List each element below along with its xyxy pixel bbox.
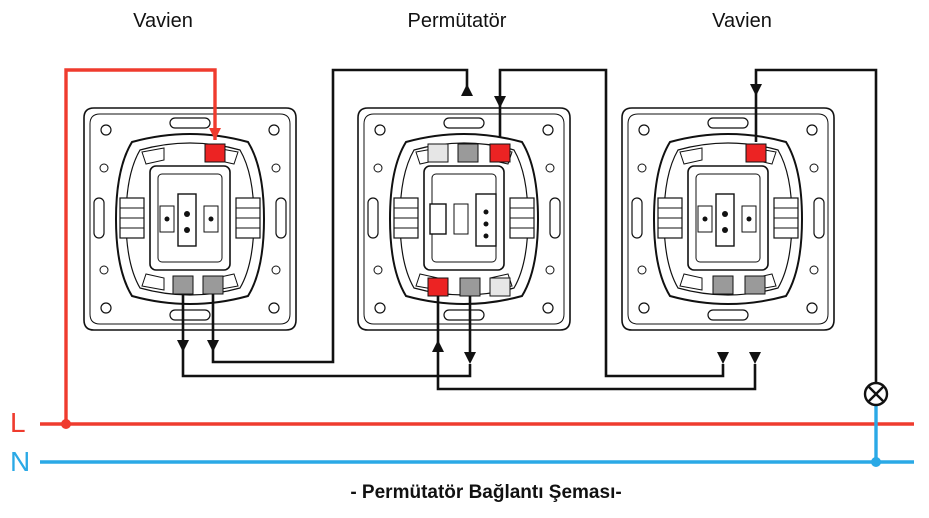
terminal-grey [172, 275, 194, 295]
lamp-icon [863, 381, 889, 407]
arrow [750, 84, 762, 96]
wire-arrows [177, 84, 762, 364]
terminal-red [427, 277, 449, 297]
terminal-red [489, 143, 511, 163]
title-left-vavien: Vavien [133, 10, 193, 32]
title-permutator: Permütatör [407, 10, 507, 32]
arrow [717, 352, 729, 364]
terminal-grey [712, 275, 734, 295]
terminal-grey [427, 143, 449, 163]
arrow [749, 352, 761, 364]
title-right-vavien: Vavien [712, 10, 772, 32]
terminal-grey [202, 275, 224, 295]
terminal-grey [744, 275, 766, 295]
arrow [464, 352, 476, 364]
arrow [209, 128, 221, 140]
neutral-wire [40, 405, 914, 464]
diagram-caption: - Permütatör Bağlantı Şeması- [350, 482, 622, 503]
rail-label-neutral: N [10, 446, 31, 477]
vavien-switch-right [621, 107, 835, 331]
arrow [494, 96, 506, 108]
terminal-red [745, 143, 767, 163]
terminal-grey [457, 143, 479, 163]
terminal-grey [459, 277, 481, 297]
arrow [461, 84, 473, 96]
terminal-red [204, 143, 226, 163]
terminals [172, 143, 767, 297]
junction-dot [871, 457, 881, 467]
arrow [207, 340, 219, 352]
vavien-switch-left [83, 107, 297, 331]
terminal-grey [489, 277, 511, 297]
arrow [177, 340, 189, 352]
junction-dot [61, 419, 71, 429]
rail-label-line: L [10, 407, 26, 438]
line-feed-wire [40, 68, 914, 426]
permutator-switch [357, 107, 571, 331]
arrow [432, 340, 444, 352]
